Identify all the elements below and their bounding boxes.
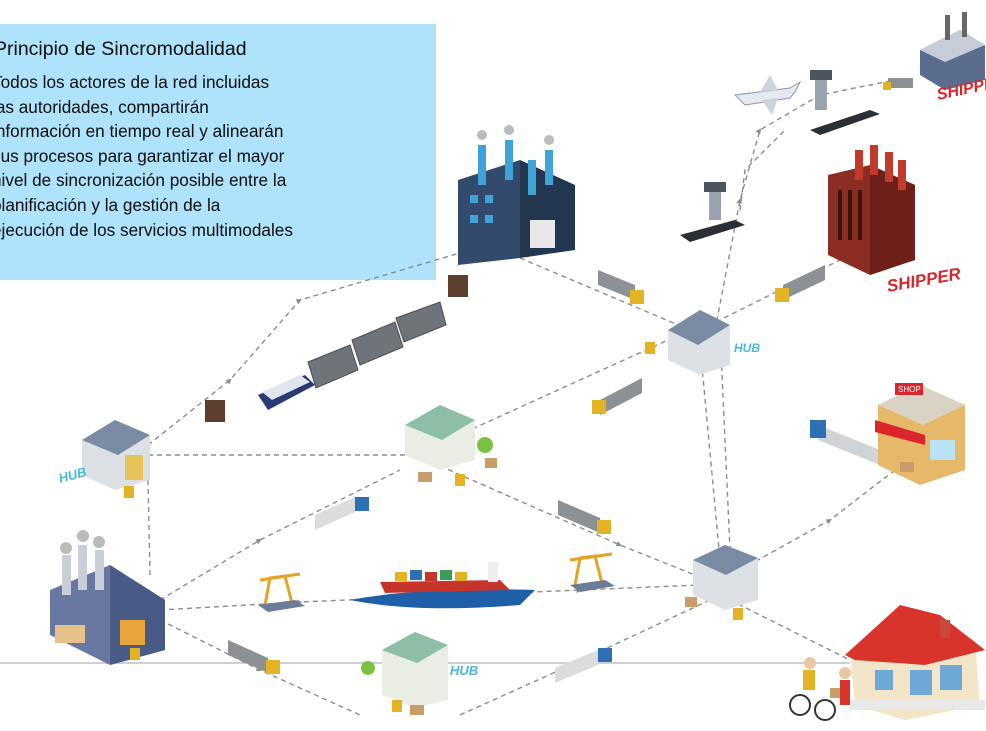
- truck-icon: [883, 78, 913, 90]
- truck-icon: [315, 497, 369, 530]
- factory-icon: [50, 530, 165, 665]
- factory-icon: SHIPPER: [920, 12, 986, 104]
- forklift-icon: [124, 342, 743, 712]
- info-box-title: Principio de Sincromodalidad: [0, 38, 247, 60]
- hub-bottom-label: HUB: [450, 663, 478, 678]
- ship-icon: [350, 562, 535, 609]
- shop-label: SHOP: [898, 385, 921, 394]
- house-icon: [845, 605, 985, 720]
- shipper-mid-label: SHIPPER: [885, 264, 963, 296]
- truck-icon: [775, 265, 825, 302]
- factory-icon: SHIPPER: [828, 145, 963, 296]
- hub-center-label: HUB: [734, 341, 760, 355]
- plane-icon: [733, 75, 802, 115]
- info-box: Principio de Sincromodalidad Todos los a…: [0, 24, 436, 280]
- port-crane-icon: [259, 552, 613, 606]
- info-box-text: Todos los actores de la red incluidas la…: [0, 72, 293, 240]
- control-tower-icon: [810, 70, 880, 135]
- container-icon: [205, 275, 468, 422]
- truck-icon: [558, 500, 611, 534]
- warehouse-icon: HUB: [361, 632, 478, 708]
- warehouse-icon: [405, 405, 493, 470]
- port-crane-icon: [258, 580, 615, 612]
- warehouse-icon: HUB: [57, 420, 150, 490]
- control-tower-icon: [680, 182, 745, 242]
- shop-icon: SHOP: [875, 383, 965, 485]
- truck-icon: [810, 420, 880, 465]
- truck-icon: [592, 378, 642, 415]
- hub-left-label: HUB: [57, 464, 88, 486]
- truck-icon: [555, 648, 612, 683]
- train-icon: [258, 301, 447, 410]
- cargo-boxes: [410, 458, 914, 715]
- truck-icon: [228, 640, 280, 674]
- cyclist-icon: [789, 657, 836, 721]
- warehouse-icon: [693, 545, 758, 610]
- warehouse-icon: HUB: [668, 310, 760, 375]
- factory-icon: [458, 125, 575, 265]
- truck-icon: [598, 270, 644, 304]
- delivery-person-icon: [830, 667, 851, 705]
